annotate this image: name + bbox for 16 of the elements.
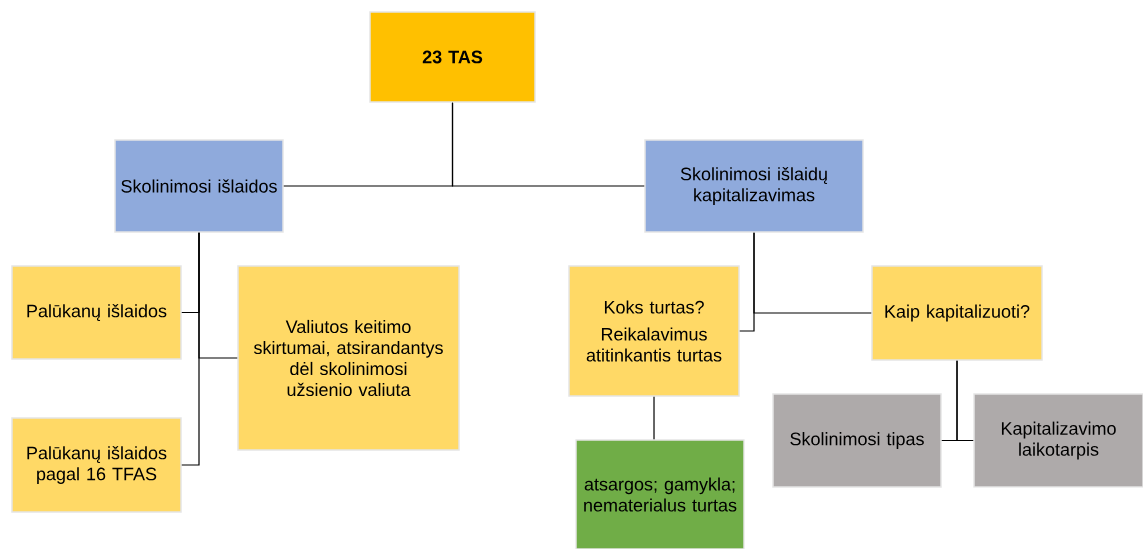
example-box: atsargos; gamykla; nematerialus turtas xyxy=(575,439,745,549)
connector-line xyxy=(653,396,655,440)
connector-line xyxy=(181,232,200,466)
question-box: Koks turtas? Reikalavimus atitinkantis turtas xyxy=(568,265,740,397)
question-box: Kaip kapitalizuoti? xyxy=(871,265,1043,361)
connector-line xyxy=(956,360,974,442)
category-box: Skolinimosi išlaidos xyxy=(114,139,284,233)
connector-line xyxy=(753,232,872,314)
item-box: Palūkanų išlaidos pagal 16 TFAS xyxy=(11,417,182,513)
connector-line xyxy=(451,102,645,187)
factor-box: Kapitalizavimo laikotarpis xyxy=(973,393,1143,488)
factor-box: Skolinimosi tipas xyxy=(772,393,942,488)
title-box: 23 TAS xyxy=(369,11,536,103)
item-box: Valiutos keitimo skirtumai, atsirandantys dėl skolinimosi užsienio valiuta xyxy=(237,265,460,451)
category-box: Skolinimosi išlaidų kapitalizavimas xyxy=(644,139,864,233)
item-box: Palūkanų išlaidos xyxy=(11,265,182,360)
